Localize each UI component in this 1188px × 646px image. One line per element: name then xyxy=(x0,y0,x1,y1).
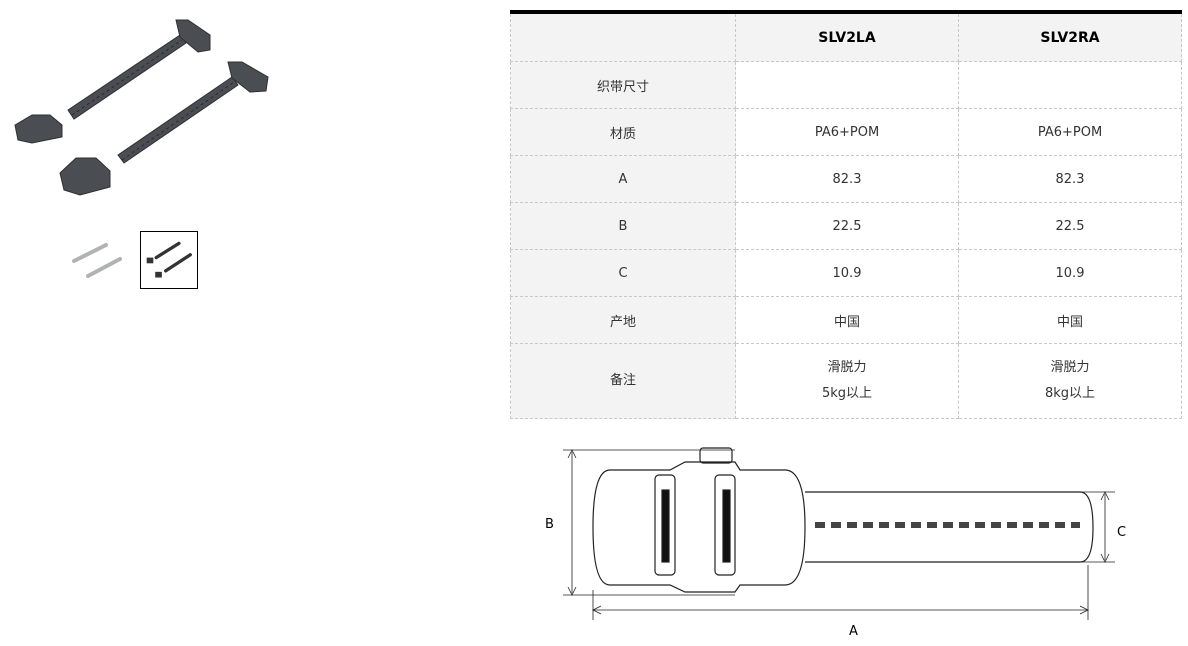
cell: 中国 xyxy=(735,296,959,344)
cell: PA6+POM xyxy=(735,108,959,156)
cell xyxy=(735,61,959,109)
header-cell: SLV2LA xyxy=(735,11,959,62)
row-label: 材质 xyxy=(510,108,736,156)
cell: 10.9 xyxy=(735,249,959,297)
header-cell xyxy=(510,11,736,62)
row-label: B xyxy=(510,202,736,250)
table-row: 备注 滑脱力 5kg以上 滑脱力 8kg以上 xyxy=(510,343,1182,419)
dimension-c-label: C xyxy=(1117,525,1126,540)
cell: PA6+POM xyxy=(958,108,1182,156)
cell: 中国 xyxy=(958,296,1182,344)
cell: 82.3 xyxy=(735,155,959,203)
dimension-b-label: B xyxy=(545,517,554,532)
cell-line: 8kg以上 xyxy=(1044,386,1096,401)
cell-line: 滑脱力 xyxy=(827,360,867,375)
row-label: C xyxy=(510,249,736,297)
table-row: 织带尺寸 xyxy=(510,61,1182,109)
row-label: 备注 xyxy=(510,343,736,419)
product-main-image xyxy=(14,19,269,196)
thumbnail-2-selected[interactable] xyxy=(140,231,198,289)
thumbnail-1-image xyxy=(72,243,122,278)
cell: 22.5 xyxy=(958,202,1182,250)
cell: 10.9 xyxy=(958,249,1182,297)
row-label: A xyxy=(510,155,736,203)
cell: 滑脱力 5kg以上 xyxy=(735,343,959,419)
cell-line: 5kg以上 xyxy=(821,386,873,401)
thumbnail-1[interactable] xyxy=(68,231,126,289)
cell: 滑脱力 8kg以上 xyxy=(958,343,1182,419)
header-cell: SLV2RA xyxy=(958,11,1182,62)
cell: 22.5 xyxy=(735,202,959,250)
cell: 82.3 xyxy=(958,155,1182,203)
cell-line: 滑脱力 xyxy=(1050,360,1090,375)
cell xyxy=(958,61,1182,109)
row-label: 织带尺寸 xyxy=(510,61,736,109)
thumbnail-2-image xyxy=(146,241,192,278)
table-header-row: SLV2LA SLV2RA xyxy=(510,11,1182,62)
table-row: 产地中国中国 xyxy=(510,296,1182,344)
row-label: 产地 xyxy=(510,296,736,344)
dimension-diagram: B C A xyxy=(545,447,1126,639)
dimension-a-label: A xyxy=(849,624,858,639)
